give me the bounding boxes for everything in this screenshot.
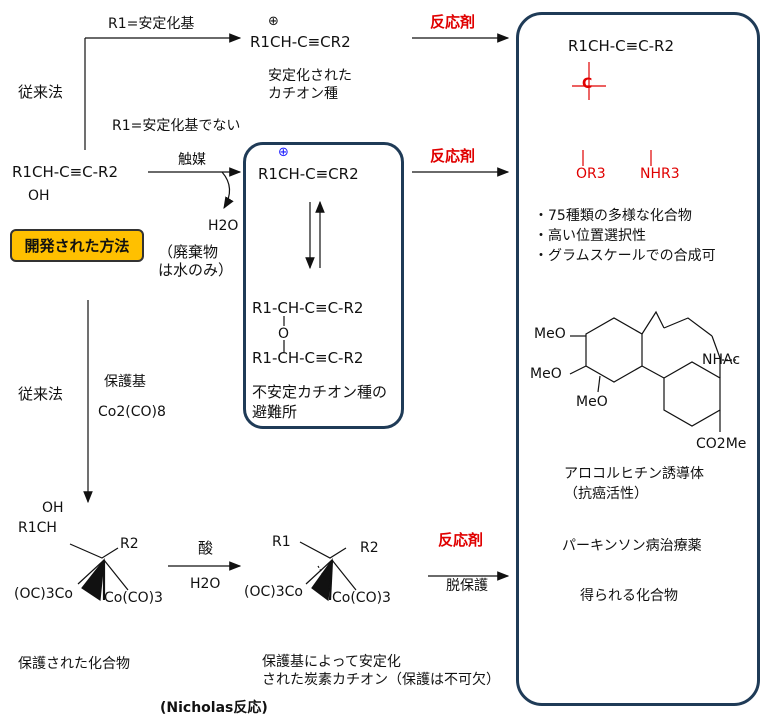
cation-r1: R1 <box>272 534 291 550</box>
cation-caption-1: 保護基によって安定化 <box>262 654 401 670</box>
nhac-label: NHAc <box>702 352 741 368</box>
start-oh: OH <box>28 188 50 204</box>
cation-co-left: (OC)3Co <box>244 584 303 600</box>
route-label-top: 従来法 <box>18 83 64 101</box>
products-footer: 得られる化合物 <box>580 588 678 604</box>
product-formula: R1CH-C≡C-R2 <box>568 37 675 55</box>
nicholas-name: (Nicholas反応) <box>160 700 268 716</box>
condition-unstabilized: R1=安定化基でない <box>112 118 241 134</box>
catalyst-label: 触媒 <box>178 152 206 168</box>
stable-cation-formula: R1CH-C≡CR2 <box>250 33 351 51</box>
cobalt-reagent: Co2(CO)8 <box>98 404 166 420</box>
complex-r1ch: R1CH <box>18 520 57 536</box>
cation-caption-2: された炭素カチオン（保護は不可欠） <box>262 672 500 688</box>
bullet-2: ・高い位置選択性 <box>534 228 646 244</box>
meo-3: MeO <box>576 394 608 410</box>
complex-co-left: (OC)3Co <box>14 586 73 602</box>
protect-label: 保護基 <box>104 374 146 390</box>
bullet-1: ・75種類の多様な化合物 <box>534 208 692 224</box>
meo-2: MeO <box>530 366 562 382</box>
bullet-3: ・グラムスケールでの合成可 <box>534 248 716 264</box>
shelter-caption-1: 不安定カチオン種の <box>252 383 388 401</box>
co2me-label: CO2Me <box>696 436 747 452</box>
complex-r2: R2 <box>120 536 139 552</box>
group-or3: OR3 <box>576 166 606 182</box>
cation-shelter-box <box>243 142 404 429</box>
developed-method-tag: 開発された方法 <box>10 229 144 262</box>
cation-co-right: Co(CO)3 <box>332 590 391 606</box>
colchicine-caption-2: （抗癌活性） <box>564 486 648 502</box>
complex-oh: OH <box>42 500 64 516</box>
stable-cation-caption-1: 安定化された <box>268 68 352 84</box>
route-label-bottom: 従来法 <box>18 385 64 403</box>
arrow-water-out <box>221 171 234 210</box>
deprotect-label: 脱保護 <box>446 578 488 594</box>
group-nhr3: NHR3 <box>640 166 680 182</box>
acid-label: 酸 <box>198 539 214 557</box>
condition-stabilized: R1=安定化基 <box>108 16 195 32</box>
product-carbon-c: C <box>582 76 593 92</box>
colchicine-caption-1: アロコルヒチン誘導体 <box>564 466 704 482</box>
reagent-label-mid: 反応剤 <box>430 147 476 165</box>
water-byproduct: H2O <box>208 218 239 234</box>
protected-caption: 保護された化合物 <box>18 656 130 672</box>
cation-plus-icon: ⊕ <box>268 14 279 29</box>
waste-note-2: は水のみ） <box>158 261 234 279</box>
allocolchicine-structure <box>569 310 738 432</box>
shelter-caption-2: 避難所 <box>252 403 298 421</box>
complex-co-right: Co(CO)3 <box>104 590 163 606</box>
stable-cation-caption-2: カチオン種 <box>268 86 338 102</box>
start-formula: R1CH-C≡C-R2 <box>12 163 119 181</box>
meo-1: MeO <box>534 326 566 342</box>
parkinson-label: パーキンソン病治療薬 <box>562 538 702 554</box>
ether-top: R1-CH-C≡C-R2 <box>252 299 364 317</box>
ether-oxygen: O <box>278 326 290 342</box>
reagent-label-bottom: 反応剤 <box>438 531 484 549</box>
box-cation-formula: R1CH-C≡CR2 <box>258 165 359 183</box>
ether-bottom: R1-CH-C≡C-R2 <box>252 349 364 367</box>
acid-water: H2O <box>190 576 221 592</box>
cation-plus-icon-2: ⊕ <box>278 145 289 160</box>
reagent-label-top: 反応剤 <box>430 13 476 31</box>
cation-r2: R2 <box>360 540 379 556</box>
waste-note-1: （廃棄物 <box>158 243 219 261</box>
products-box <box>516 12 760 706</box>
